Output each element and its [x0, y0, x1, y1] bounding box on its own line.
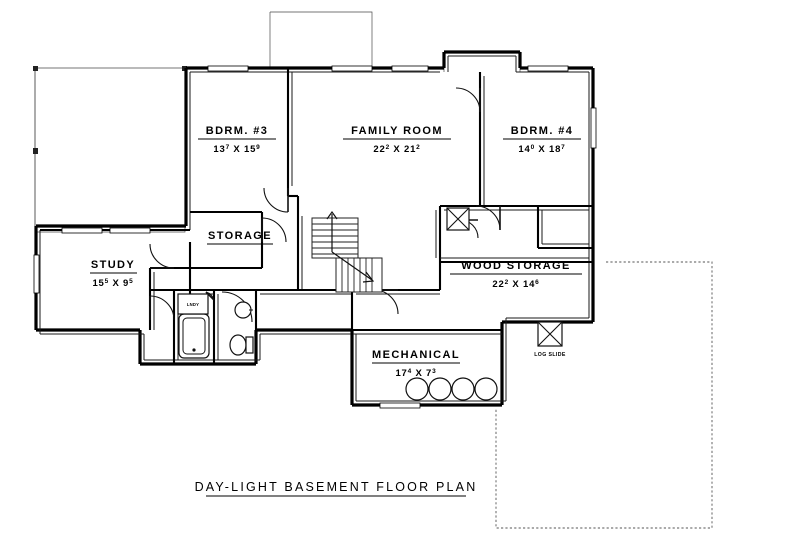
mechanical-name: MECHANICAL [372, 349, 460, 361]
room-label-bdrm4: BDRM. #4 140 X 187 [503, 125, 581, 155]
bdrm3-name: BDRM. #3 [206, 125, 269, 137]
study-dims: 155 X 95 [92, 278, 133, 290]
room-label-mechanical: MECHANICAL 174 X 73 [372, 349, 460, 379]
bdrm4-dims: 140 X 187 [518, 144, 565, 156]
mechanical-dims: 174 X 73 [395, 368, 436, 380]
room-label-storage: STORAGE [207, 230, 273, 245]
deck-outline-dashed [495, 261, 713, 529]
wood-storage-name: WOOD STORAGE [461, 260, 571, 272]
wood-storage-dims: 222 X 146 [492, 279, 539, 291]
bumpout-top-center [269, 11, 373, 68]
mechanical-water-tanks [405, 377, 498, 401]
family-room-name: FAMILY ROOM [351, 125, 443, 137]
plan-title-group: DAY-LIGHT BASEMENT FLOOR PLAN [195, 480, 478, 497]
plan-title: DAY-LIGHT BASEMENT FLOOR PLAN [195, 480, 478, 494]
staircase [311, 210, 383, 293]
study-name: STUDY [91, 259, 135, 271]
window-marks [33, 65, 597, 409]
storage-name: STORAGE [208, 230, 272, 242]
log-slide-label: LOG SLIDE [534, 352, 566, 358]
room-label-bdrm3: BDRM. #3 137 X 159 [198, 125, 276, 155]
laundry-label: LNDY [187, 302, 199, 307]
bathroom-fixtures [177, 293, 254, 359]
room-label-study: STUDY 155 X 95 [90, 259, 137, 289]
xbox-symbol-wood-storage [446, 207, 470, 231]
bdrm3-dims: 137 X 159 [213, 144, 260, 156]
bdrm4-name: BDRM. #4 [511, 125, 574, 137]
room-label-wood-storage: WOOD STORAGE 222 X 146 [450, 260, 582, 290]
room-label-family-room: FAMILY ROOM 222 X 212 [343, 125, 451, 155]
family-room-dims: 222 X 212 [373, 144, 420, 156]
xbox-symbol-log-slide [537, 321, 563, 347]
